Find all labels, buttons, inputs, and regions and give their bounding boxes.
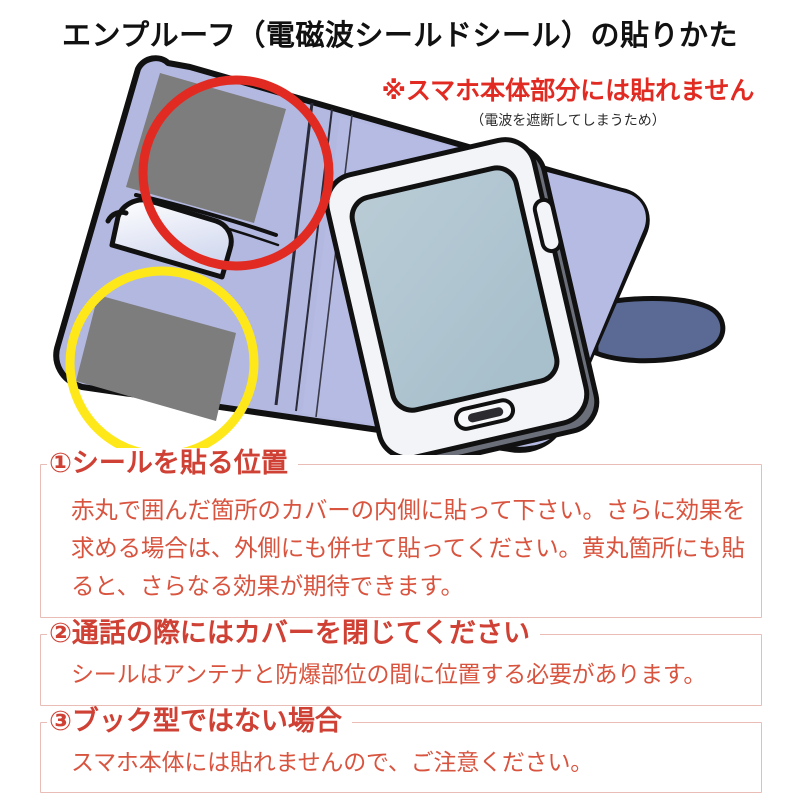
instruction-sections: ①シールを貼る位置 赤丸で囲んだ箇所のカバーの内側に貼って下さい。さらに効果を求… [40,448,762,800]
phone-home-button-inner [467,407,504,423]
section-2-heading: ②通話の際にはカバーを閉じてください [47,618,541,650]
section-1-frame: ①シールを貼る位置 赤丸で囲んだ箇所のカバーの内側に貼って下さい。さらに効果を求… [40,448,762,619]
shield-sticker-patch-lower [76,295,236,421]
illustration-svg [53,55,726,455]
instruction-section-2: ②通話の際にはカバーを閉じてください シールはアンテナと防爆部位の間に位置する必… [40,618,762,706]
section-2-frame: ②通話の際にはカバーを閉じてください シールはアンテナと防爆部位の間に位置する必… [40,618,762,706]
case-flap-edge [134,193,278,237]
instruction-section-1: ①シールを貼る位置 赤丸で囲んだ箇所のカバーの内側に貼って下さい。さらに効果を求… [40,448,762,619]
card-slot-lip [105,209,129,224]
case-spine-line-1 [274,102,314,406]
section-3-heading: ③ブック型ではない場合 [47,705,352,737]
phone-screen [349,165,560,413]
section-3-body: スマホ本体には貼れませんので、ご注意ください。 [71,748,594,775]
red-highlight-circle [138,75,334,271]
instruction-section-3: ③ブック型ではない場合 スマホ本体には貼れませんので、ご注意ください。 [40,705,762,794]
yellow-highlight-circle [65,266,259,455]
case-spine-line-3 [315,114,353,418]
section-2-body: シールはアンテナと防爆部位の間に位置する必要があります。 [71,661,707,688]
case-strap [592,296,726,364]
section-1-heading: ①シールを貼る位置 [47,448,298,480]
page-title: エンプルーフ（電磁波シールドシール）の貼りかた [62,20,738,52]
smartphone [324,137,600,455]
section-3-frame: ③ブック型ではない場合 スマホ本体には貼れませんので、ご注意ください。 [40,705,762,794]
phone-case-illustration [40,45,760,455]
phone-side-button [532,197,563,254]
section-1-body: 赤丸で囲んだ箇所のカバーの内側に貼って下さい。さらに効果を求める場合は、外側にも… [71,497,746,600]
